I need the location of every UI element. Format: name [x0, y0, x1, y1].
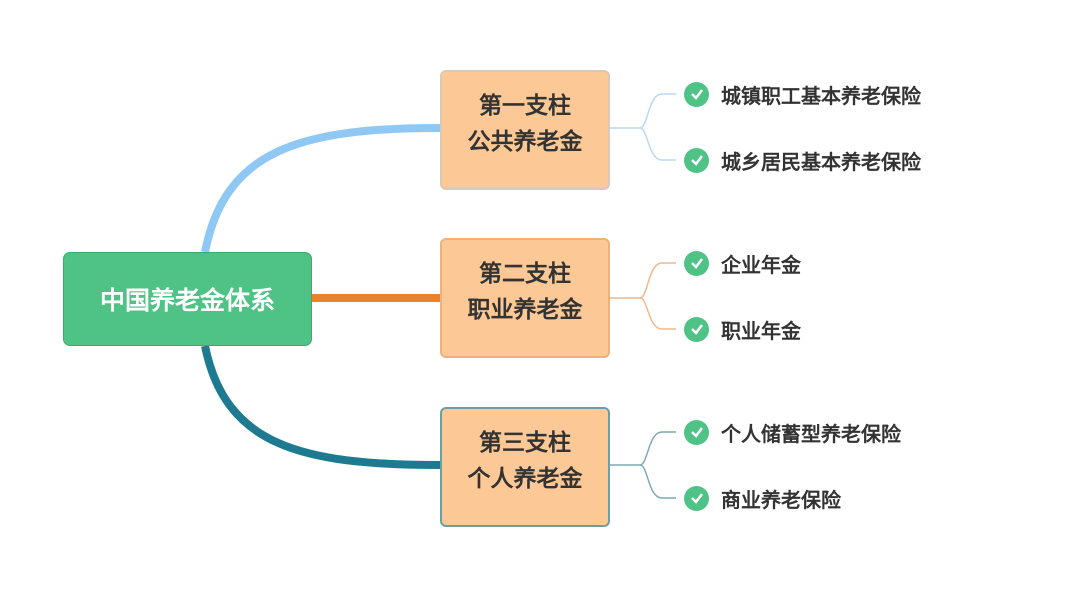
leaf-item: 职业年金	[684, 314, 801, 344]
leaf-item: 城乡居民基本养老保险	[684, 145, 921, 175]
leaf-item: 企业年金	[684, 248, 801, 278]
check-circle-icon	[684, 485, 709, 511]
check-circle-icon	[684, 250, 709, 276]
pillar-node-1: 第一支柱 公共养老金	[440, 70, 610, 190]
connector-pillar-3	[201, 345, 441, 469]
check-circle-icon	[684, 316, 709, 342]
check-circle-icon	[684, 419, 709, 445]
connector-pillar-1	[201, 124, 441, 253]
pillar-node-2: 第二支柱 职业养老金	[440, 238, 610, 358]
pillar-title: 第三支柱	[479, 430, 571, 456]
leaf-label: 职业年金	[721, 318, 801, 343]
leaf-item: 个人储蓄型养老保险	[684, 417, 901, 447]
leaf-label: 城乡居民基本养老保险	[721, 149, 921, 174]
pillar-node-3: 第三支柱 个人养老金	[440, 407, 610, 527]
leaf-label: 商业养老保险	[721, 487, 841, 512]
check-circle-icon	[684, 147, 709, 173]
leaf-label: 企业年金	[721, 252, 801, 277]
check-circle-icon	[684, 81, 709, 107]
pillar-subtitle: 个人养老金	[467, 466, 583, 492]
leaf-item: 城镇职工基本养老保险	[684, 79, 921, 109]
leaf-item: 商业养老保险	[684, 483, 841, 513]
leaf-label: 个人储蓄型养老保险	[721, 421, 901, 446]
pillar-subtitle: 公共养老金	[467, 129, 583, 155]
pillar-title: 第二支柱	[479, 261, 571, 287]
bracket-pillar-1	[610, 93, 676, 161]
leaf-label: 城镇职工基本养老保险	[721, 83, 921, 108]
bracket-pillar-3	[610, 431, 676, 499]
pillar-subtitle: 职业养老金	[467, 297, 583, 323]
bracket-pillar-2	[610, 262, 676, 330]
root-label: 中国养老金体系	[99, 286, 275, 315]
root-node: 中国养老金体系	[63, 252, 312, 346]
pillar-title: 第一支柱	[479, 93, 571, 119]
